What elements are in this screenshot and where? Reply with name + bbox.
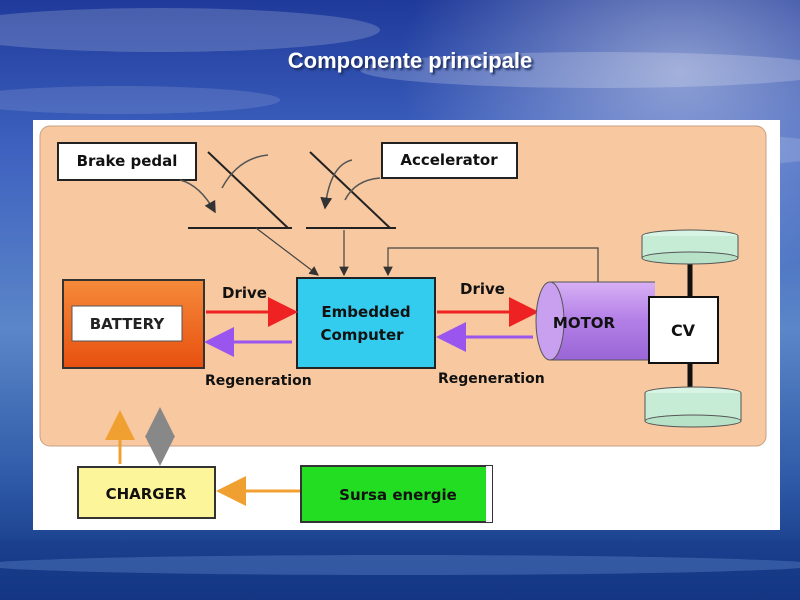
motor-block: MOTOR — [535, 281, 655, 361]
accelerator-icon — [306, 151, 396, 229]
regeneration-label-right: Regeneration — [438, 371, 545, 387]
drive-label-left: Drive — [222, 284, 267, 302]
drive-label-right: Drive — [460, 280, 505, 298]
accelerator-label: Accelerator — [400, 151, 498, 169]
embedded-computer-label-line1: Embedded — [321, 303, 410, 321]
motor-label: MOTOR — [553, 314, 616, 332]
regeneration-label-left: Regeneration — [205, 373, 312, 389]
charger-label: CHARGER — [106, 485, 187, 503]
brake-pedal-label: Brake pedal — [77, 152, 178, 170]
brake-pedal-box: Brake pedal — [57, 142, 197, 181]
pedal-signal-lines — [255, 227, 599, 290]
cv-label: CV — [671, 321, 696, 340]
brake-pedal-icon — [179, 151, 292, 229]
slide-title: Componente principale — [287, 48, 533, 73]
accelerator-box: Accelerator — [381, 142, 518, 179]
embedded-computer-label-line2: Computer — [320, 326, 404, 344]
battery-block: BATTERY — [62, 279, 205, 369]
charger-block: CHARGER — [77, 466, 216, 519]
energy-source-block: Sursa energie — [300, 465, 493, 523]
energy-source-label: Sursa energie — [339, 486, 457, 504]
cv-block: CV — [648, 296, 719, 364]
battery-label: BATTERY — [90, 315, 166, 333]
axle-wheels — [641, 229, 742, 428]
embedded-computer-block: Embedded Computer — [296, 277, 436, 369]
